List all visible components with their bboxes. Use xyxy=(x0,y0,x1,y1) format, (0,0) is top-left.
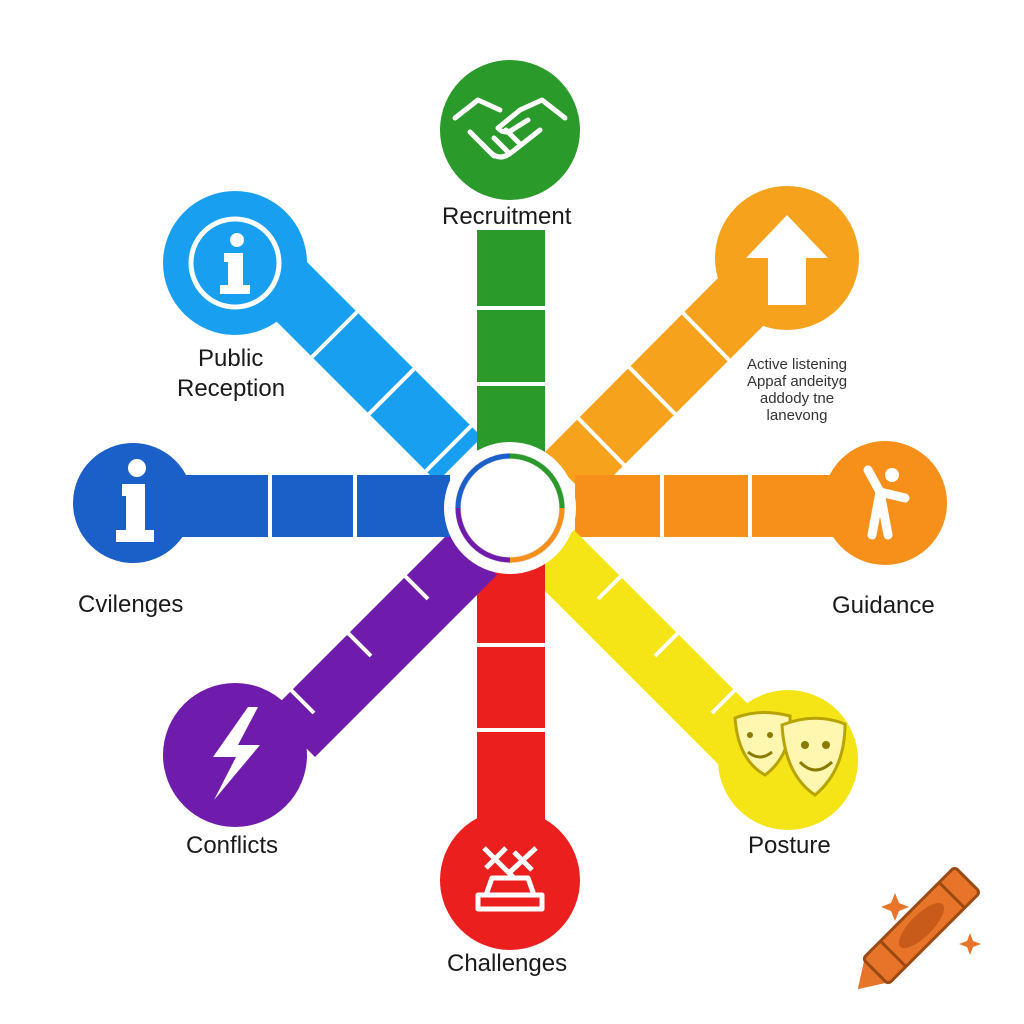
sparkle-icon xyxy=(881,893,909,921)
node-cvilenges[interactable] xyxy=(73,443,193,563)
spoke-posture xyxy=(529,530,789,790)
label-public-line2: Reception xyxy=(177,375,286,402)
note-line: Active listening xyxy=(746,356,848,373)
person-stretch-icon xyxy=(863,465,910,540)
handshake-icon xyxy=(452,97,568,160)
node-public-reception[interactable] xyxy=(163,191,307,335)
spoke-up xyxy=(544,268,774,499)
label-challenges: Challenges xyxy=(447,950,568,977)
label-recruitment: Recruitment xyxy=(442,203,572,230)
info-icon xyxy=(116,459,154,542)
info-circle-icon xyxy=(188,216,282,310)
node-guidance[interactable] xyxy=(823,441,947,565)
node-up[interactable] xyxy=(715,186,859,330)
hub xyxy=(444,442,576,574)
label-posture: Posture xyxy=(748,832,831,859)
sparkle-icon xyxy=(959,933,981,955)
node-conflicts[interactable] xyxy=(163,683,307,827)
spoke-guidance xyxy=(575,475,835,537)
arrow-up-icon xyxy=(746,215,828,305)
label-conflicts: Conflicts xyxy=(186,832,279,859)
note-text: Active listening Appaf andeityg addody t… xyxy=(722,356,872,424)
label-cvilenges: Cvilenges xyxy=(78,591,184,618)
spoke-challenges xyxy=(477,560,545,830)
spoke-public-reception xyxy=(255,255,482,482)
node-recruitment[interactable] xyxy=(440,60,580,200)
note-line: addody tne xyxy=(759,390,835,407)
tools-icon xyxy=(475,846,545,912)
theater-masks-icon xyxy=(733,711,847,797)
spoke-recruitment xyxy=(477,230,545,460)
label-guidance: Guidance xyxy=(832,592,935,619)
lightning-icon xyxy=(213,707,260,800)
crayon-logo xyxy=(857,867,981,990)
node-posture[interactable] xyxy=(718,690,858,830)
label-public-line1: Public xyxy=(198,345,264,372)
note-line: Appaf andeityg xyxy=(746,373,848,390)
spoke-conflicts xyxy=(267,530,497,757)
note-line: lanevong xyxy=(766,407,828,424)
spoke-cvilenges xyxy=(180,475,450,537)
node-challenges[interactable] xyxy=(440,810,580,950)
